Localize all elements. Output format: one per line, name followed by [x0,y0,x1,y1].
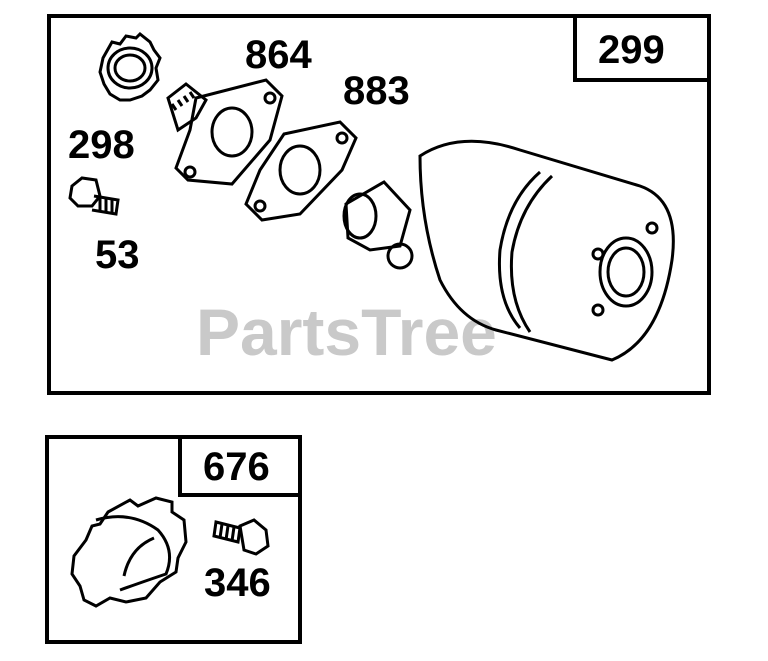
muffler-part [342,139,675,362]
panel-main-frame [47,14,711,395]
gasket-part [244,120,358,222]
panel-secondary: 676 346 [45,435,302,644]
part-number-346: 346 [204,561,271,605]
part-number-53: 53 [95,233,140,277]
shield-bolt-part [212,518,270,556]
assembly-number-676: 676 [203,445,270,489]
lock-nut-part [98,31,162,102]
heat-shield-part [70,496,188,608]
assembly-number-299: 299 [598,28,665,72]
flanged-pipe-part [166,78,284,186]
part-number-298: 298 [68,123,135,167]
part-number-883: 883 [343,69,410,113]
panel-main: 299 [47,14,711,395]
watermark: PartsTree [196,295,497,369]
part-number-864: 864 [245,33,312,77]
bolt-part [68,176,120,216]
panel-secondary-label-box [178,435,302,497]
panel-secondary-frame [45,435,302,644]
panel-main-label-box [573,14,711,82]
